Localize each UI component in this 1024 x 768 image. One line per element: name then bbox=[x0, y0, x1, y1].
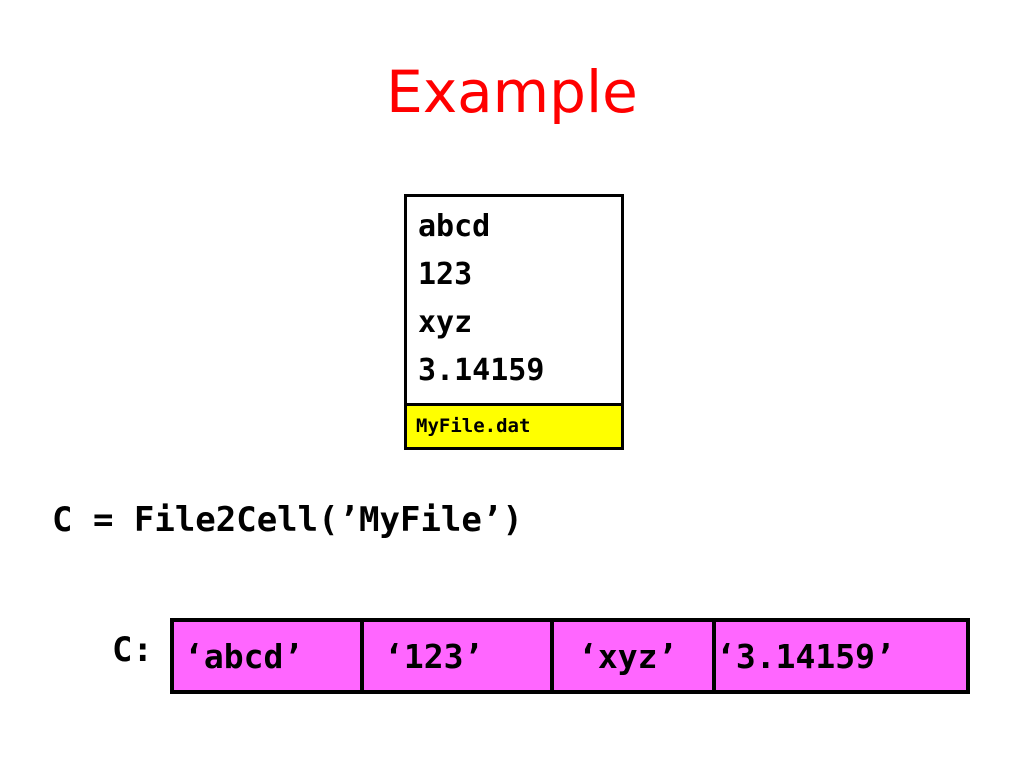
cell-item: ‘xyz’ bbox=[550, 622, 712, 690]
slide-title: Example bbox=[386, 58, 638, 126]
file-contents: abcd 123 xyz 3.14159 bbox=[407, 197, 621, 403]
cell-item: ‘3.14159’ bbox=[712, 622, 966, 690]
cell-item: ‘123’ bbox=[360, 622, 550, 690]
cell-array: ‘abcd’ ‘123’ ‘xyz’ ‘3.14159’ bbox=[170, 618, 970, 694]
file-line: 3.14159 bbox=[418, 353, 545, 388]
file-name-label: MyFile.dat bbox=[407, 403, 621, 447]
file-box: abcd 123 xyz 3.14159 MyFile.dat bbox=[404, 194, 624, 450]
file-line: 123 bbox=[418, 257, 473, 292]
file-line: abcd bbox=[418, 209, 491, 244]
cell-item: ‘abcd’ bbox=[184, 636, 304, 676]
code-statement: C = File2Cell(’MyFile’) bbox=[52, 500, 523, 540]
file-line: xyz bbox=[418, 305, 473, 340]
cell-array-label: C: bbox=[112, 630, 153, 670]
